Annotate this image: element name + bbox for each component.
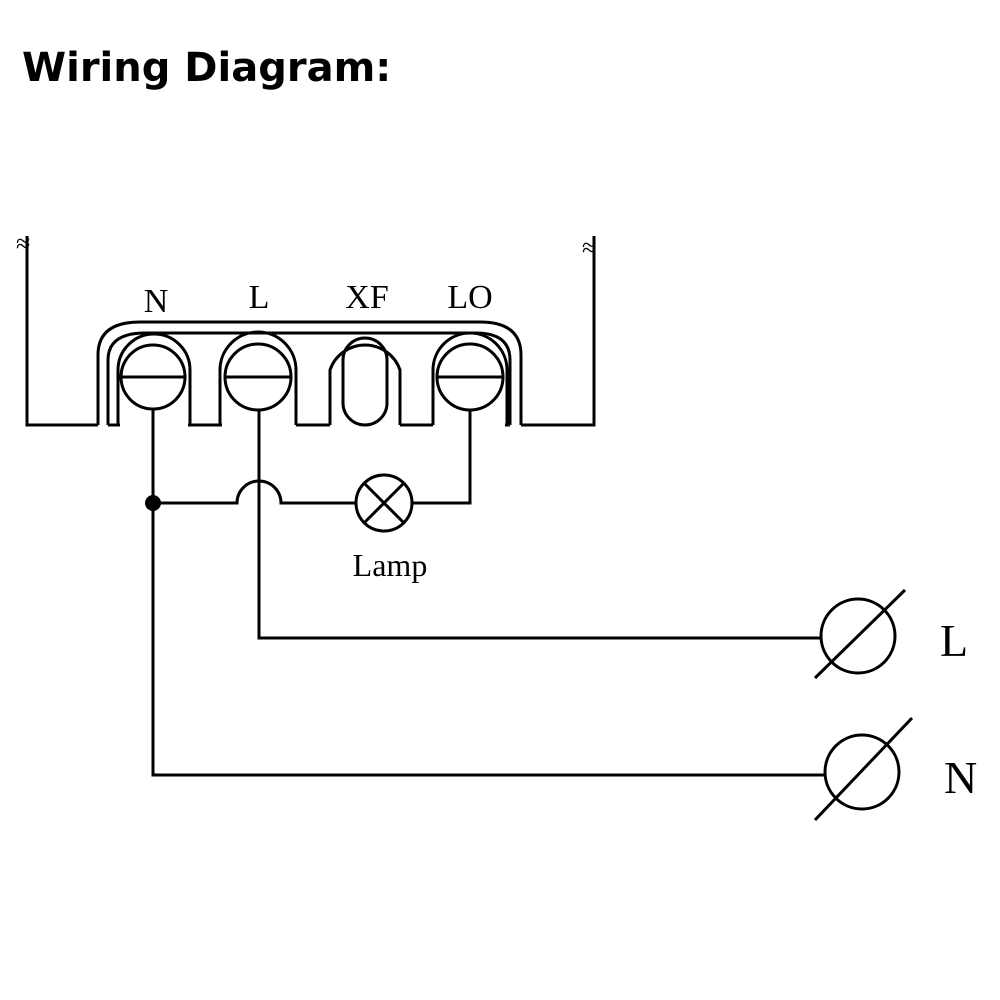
supply-terminal-n — [813, 716, 914, 822]
supply-label-n: N — [944, 752, 977, 803]
neutral-wire — [151, 410, 825, 777]
terminal-label-n: N — [144, 283, 169, 320]
terminal-label-xf: XF — [345, 279, 388, 316]
lamp-circuit-wire — [153, 410, 472, 505]
supply-terminal-l — [813, 588, 907, 680]
live-wire — [257, 410, 822, 640]
diagram-title: Wiring Diagram: — [22, 45, 392, 91]
lamp-label: Lamp — [353, 547, 428, 583]
supply-label-l: L — [940, 615, 968, 666]
terminal-n — [116, 332, 192, 425]
lamp-symbol — [354, 473, 414, 533]
terminal-block — [25, 236, 596, 427]
terminal-label-lo: LO — [447, 279, 492, 316]
terminal-label-l: L — [249, 279, 270, 316]
terminal-xf — [328, 336, 402, 427]
junction-dot — [145, 495, 161, 511]
